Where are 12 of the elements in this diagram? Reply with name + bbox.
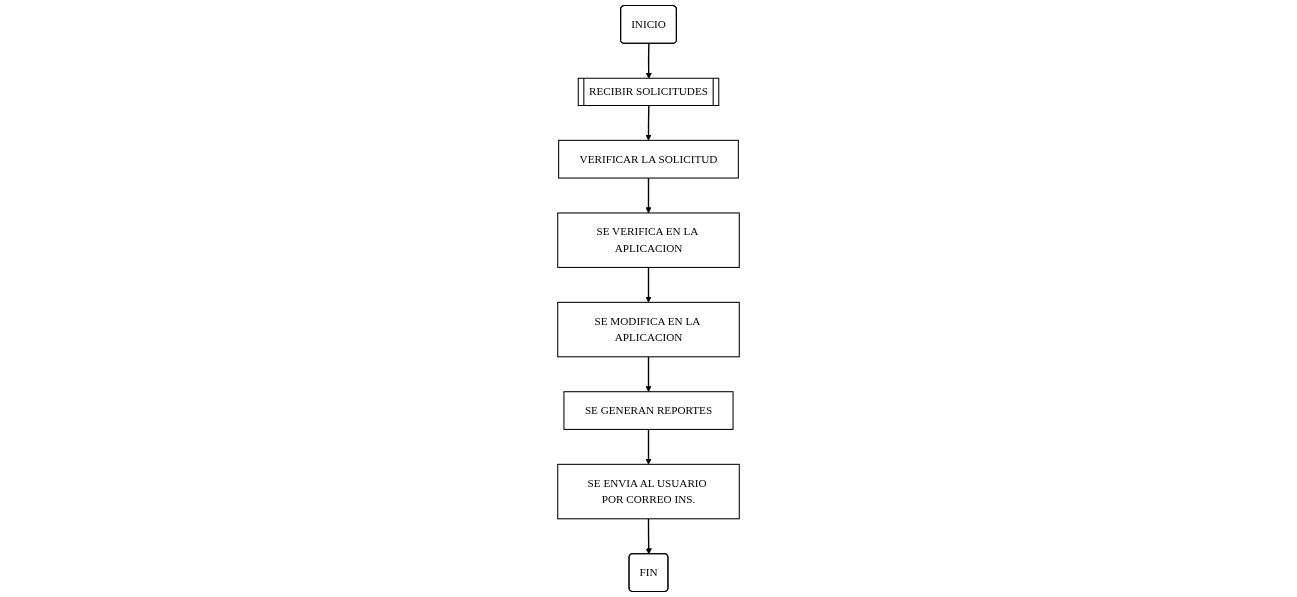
node-box: SE GENERAN REPORTES	[563, 391, 734, 430]
arrow	[645, 177, 652, 214]
node-box: SE VERIFICA EN LA APLICACION	[557, 212, 740, 268]
arrow	[645, 356, 652, 392]
arrow	[645, 42, 652, 79]
arrow	[645, 105, 652, 141]
node-box: VERIFICAR LA SOLICITUD	[558, 139, 739, 179]
arrow	[645, 518, 652, 555]
node-box: SE ENVIA AL USUARIO POR CORREO INS.	[557, 463, 740, 520]
node-box: SE MODIFICA EN LA APLICACION	[557, 301, 740, 358]
arrow	[645, 428, 652, 465]
arrow	[645, 266, 652, 303]
